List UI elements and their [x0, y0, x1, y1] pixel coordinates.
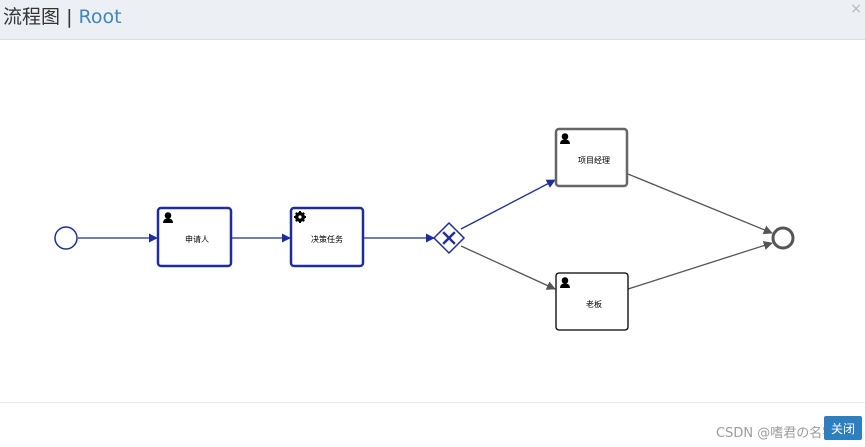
gear-icon: [294, 211, 306, 223]
title-root: Root: [78, 6, 122, 28]
task-decision-label: 决策任务: [311, 234, 343, 244]
bpmn-diagram: 申请人 决策任务: [54, 127, 795, 331]
modal-header: 流程图 | Root ×: [0, 0, 865, 40]
task-boss[interactable]: 老板: [555, 272, 629, 331]
close-button[interactable]: 关闭: [824, 416, 862, 440]
modal-footer: CSDN @嗜君の名字 关闭: [0, 402, 865, 447]
end-event[interactable]: [771, 226, 795, 250]
title-separator: |: [66, 6, 73, 28]
task-project-manager-label: 项目经理: [578, 155, 610, 165]
task-applicant[interactable]: 申请人: [156, 206, 233, 268]
user-icon: [560, 277, 570, 288]
modal-title: 流程图 | Root: [3, 5, 122, 29]
task-applicant-label: 申请人: [185, 234, 209, 244]
exclusive-gateway[interactable]: [432, 221, 466, 255]
close-icon[interactable]: ×: [850, 1, 862, 17]
modal-body: 申请人 决策任务: [0, 40, 865, 402]
user-icon: [163, 212, 173, 223]
x-icon: [442, 231, 456, 245]
watermark: CSDN @嗜君の名字: [716, 426, 836, 441]
title-text: 流程图: [3, 6, 61, 28]
flow-gateway-to-boss: [460, 245, 556, 290]
start-event[interactable]: [54, 226, 78, 250]
task-decision[interactable]: 决策任务: [289, 206, 365, 268]
flow-pm-to-end: [627, 173, 773, 235]
flow-boss-to-end: [627, 241, 773, 290]
task-project-manager[interactable]: 项目经理: [554, 127, 629, 188]
flow-gateway-to-pm: [460, 179, 556, 230]
task-boss-label: 老板: [586, 299, 602, 309]
user-icon: [560, 133, 570, 144]
